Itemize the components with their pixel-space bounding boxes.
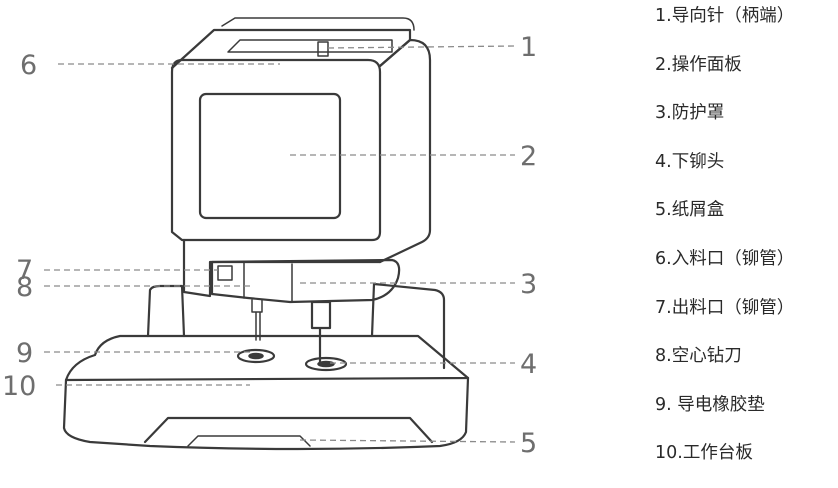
leader-5 (299, 439, 516, 443)
callout-4: 4 (520, 349, 537, 380)
guide-pin (317, 41, 329, 57)
callout-8: 8 (16, 272, 33, 303)
legend-item: 3.防护罩 (655, 103, 725, 124)
guard-inner (243, 261, 293, 303)
rubber-pad-inner (248, 352, 264, 360)
parts-legend: 1.导向针（柄端） 2.操作面板 3.防护罩 4.下铆头 5.纸屑盒 6.入料口… (655, 2, 838, 488)
work-table-top (64, 334, 470, 382)
legend-item: 9. 导电橡胶垫 (655, 394, 765, 415)
leader-lines (44, 45, 516, 443)
callout-2: 2 (520, 141, 537, 172)
top-slot (227, 39, 393, 53)
legend-item: 2.操作面板 (655, 54, 742, 75)
legend-item: 5.纸屑盒 (655, 200, 725, 221)
callout-5: 5 (520, 428, 537, 459)
legend-item: 6.入料口（铆管） (655, 248, 795, 269)
legend-item: 10.工作台板 (655, 443, 753, 464)
lower-rivet-head (310, 300, 332, 364)
callout-numbers: 1 2 3 4 5 6 7 8 9 10 (2, 32, 537, 459)
machine-diagram: 1 2 3 4 5 6 7 8 9 10 (2, 17, 537, 459)
callout-10: 10 (2, 371, 36, 402)
legend-item: 8.空心钻刀 (655, 346, 742, 367)
rear-support-plate-right (370, 282, 446, 370)
rubber-pad (236, 348, 276, 364)
main-body-side (378, 38, 432, 264)
handle-top (221, 17, 415, 31)
work-table-front (62, 376, 470, 451)
callout-9: 9 (16, 338, 33, 369)
waste-box (143, 416, 434, 444)
rear-support-plate (146, 284, 186, 338)
hollow-drill (251, 299, 263, 341)
callout-7: 7 (16, 255, 33, 286)
legend-item: 4.下铆头 (655, 151, 725, 172)
lower-head-base-inner (317, 360, 335, 368)
callout-6: 6 (20, 50, 37, 81)
operation-panel (198, 92, 342, 220)
lower-head-base (304, 356, 348, 372)
legend-item: 1.导向针（柄端） (655, 6, 795, 26)
callout-1: 1 (520, 32, 537, 63)
main-body-front (170, 58, 382, 242)
outlet-port (217, 265, 233, 281)
protective-guard (210, 258, 401, 304)
callout-3: 3 (520, 269, 537, 300)
leader-1 (327, 45, 516, 49)
legend-item: 7.出料口（铆管） (655, 297, 795, 318)
lower-body (182, 238, 382, 298)
rivet-machine-illustration (62, 17, 470, 451)
waste-box-handle (187, 435, 311, 447)
